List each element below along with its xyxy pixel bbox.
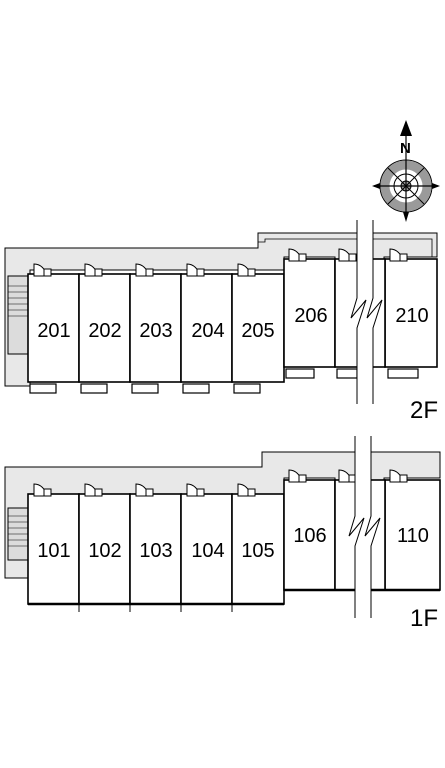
staircase [7, 507, 29, 561]
floor-label-2f: 2F [410, 397, 438, 424]
unit-label-204: 204 [191, 320, 224, 342]
unit-201: 201 [27, 263, 80, 394]
floor-1f: 101 102 103 104 [4, 436, 441, 632]
unit-101: 101 [27, 483, 80, 606]
unit-label-205: 205 [241, 320, 274, 342]
unit-210: 210 [384, 248, 438, 379]
north-label: N [400, 140, 411, 157]
unit-label-203: 203 [139, 320, 172, 342]
floor-2f: 201 202 203 204 205 [4, 220, 438, 424]
unit-label-201: 201 [37, 320, 70, 342]
unit-label-210: 210 [395, 305, 428, 327]
unit-label-105: 105 [241, 540, 274, 562]
unit-105: 105 [231, 483, 285, 612]
unit-label-206: 206 [294, 305, 327, 327]
unit-label-102: 102 [88, 540, 121, 562]
unit-104: 104 [180, 483, 233, 612]
floor-label-1f: 1F [410, 605, 438, 632]
unit-label-103: 103 [139, 540, 172, 562]
unit-206: 206 [283, 248, 336, 379]
unit-110: 110 [384, 469, 441, 592]
unit-label-101: 101 [37, 540, 70, 562]
unit-106: 106 [283, 469, 336, 592]
staircase [7, 275, 29, 355]
unit-203: 203 [129, 263, 182, 394]
unit-label-202: 202 [88, 320, 121, 342]
unit-205: 205 [231, 263, 285, 394]
unit-102: 102 [78, 483, 131, 612]
unit-103: 103 [129, 483, 182, 612]
unit-label-110: 110 [397, 525, 429, 547]
unit-label-106: 106 [293, 525, 326, 547]
compass-rose-icon: N [372, 120, 440, 222]
break-line [348, 436, 381, 618]
break-line [350, 220, 383, 404]
unit-202: 202 [78, 263, 131, 394]
unit-204: 204 [180, 263, 233, 394]
unit-label-104: 104 [191, 540, 224, 562]
